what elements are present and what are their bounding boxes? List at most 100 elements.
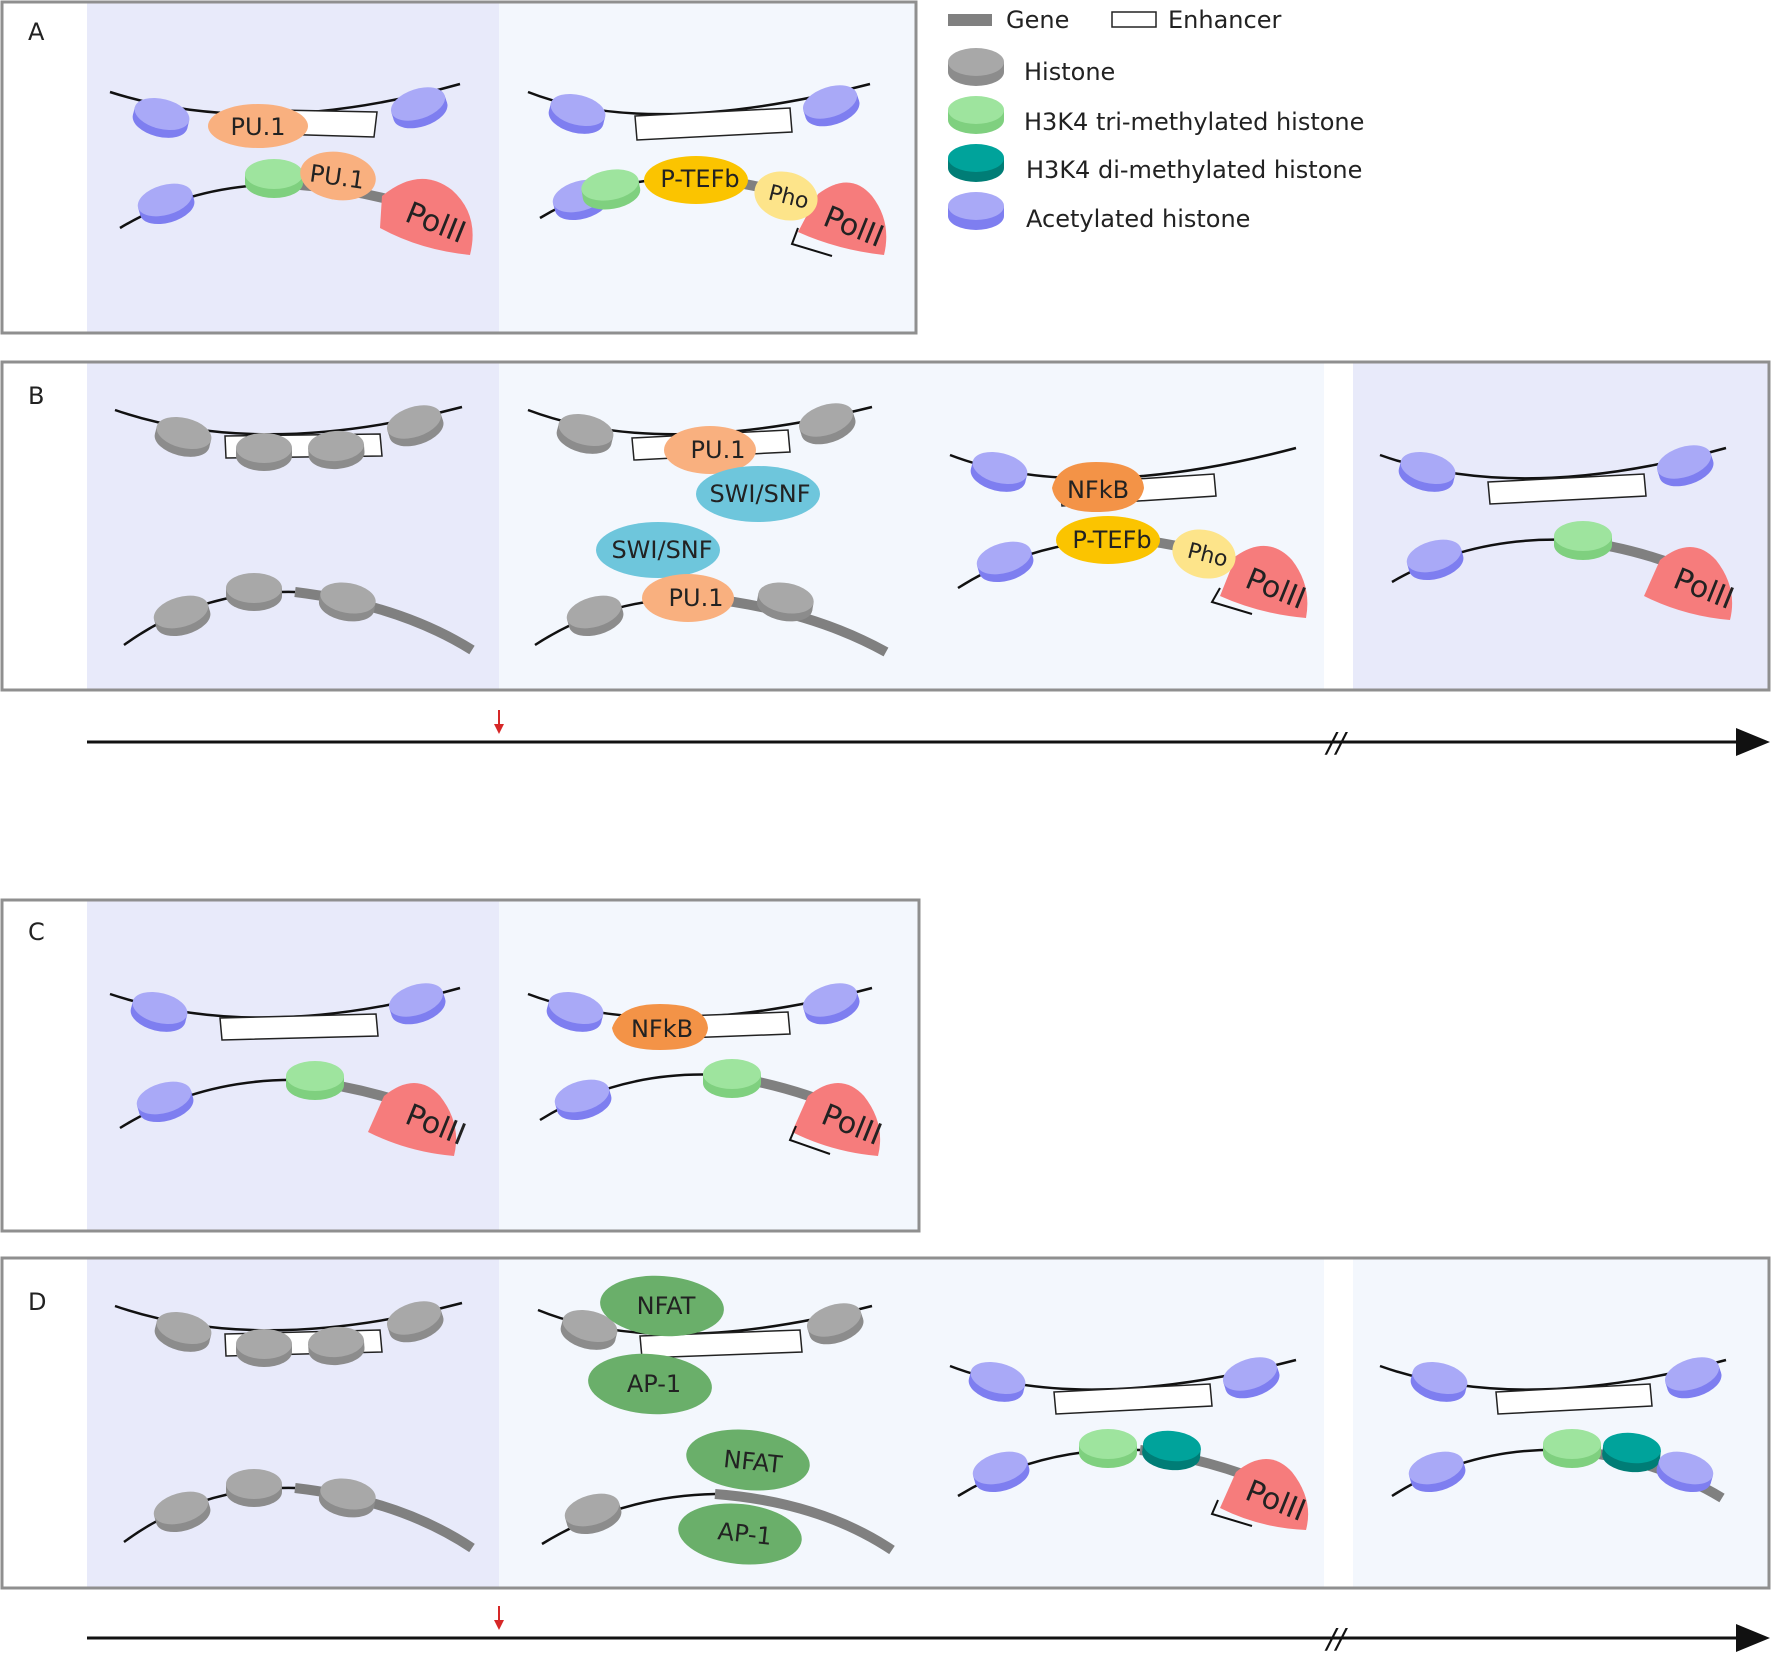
histone bbox=[153, 1491, 211, 1533]
legend-enhancer-label: Enhancer bbox=[1168, 6, 1281, 34]
acetylated-histone bbox=[972, 1451, 1030, 1493]
legend-acetylated-swatch bbox=[948, 192, 1004, 230]
histone bbox=[756, 582, 814, 622]
nfkb-label: NFkB bbox=[1067, 476, 1129, 504]
pu1-factor bbox=[300, 151, 376, 201]
histone bbox=[154, 416, 212, 457]
acetylated-histone bbox=[1664, 1357, 1722, 1399]
legend-h3k4me2-swatch bbox=[948, 144, 1004, 182]
histone bbox=[154, 1311, 212, 1352]
h3k4me3-histone bbox=[1554, 521, 1612, 560]
panel-c: C PolII NFkB bbox=[0, 898, 921, 1233]
h3k4me2-histone bbox=[1142, 1430, 1201, 1471]
panel-a: A PU.1 PU.1 PolII bbox=[0, 0, 918, 335]
acetylated-histone bbox=[548, 93, 606, 134]
histone bbox=[308, 1326, 365, 1366]
timeline-break: // bbox=[1324, 726, 1348, 759]
histone bbox=[308, 430, 365, 470]
swisnf-factor bbox=[596, 522, 720, 578]
acetylated-histone bbox=[390, 87, 448, 129]
acetylated-histone bbox=[1656, 445, 1714, 487]
h3k4me3-histone bbox=[1079, 1429, 1137, 1468]
legend: Gene Enhancer Histone H3K4 tri-methylate… bbox=[948, 6, 1364, 233]
polii-shape bbox=[1220, 1459, 1309, 1530]
legend-h3k4me3-swatch bbox=[948, 96, 1004, 134]
acetylated-histone bbox=[970, 451, 1028, 492]
histone bbox=[798, 403, 856, 445]
ptefb-label: P-TEFb bbox=[660, 165, 739, 193]
timeline-arrowhead bbox=[1736, 1624, 1770, 1652]
histone bbox=[560, 1309, 618, 1350]
h3k4me3-histone bbox=[703, 1059, 761, 1098]
histone bbox=[318, 582, 376, 622]
acetylated-histone bbox=[132, 97, 190, 138]
swisnf-label: SWI/SNF bbox=[611, 536, 712, 564]
pu1-factor bbox=[208, 104, 308, 148]
panel-b-bg-late bbox=[1353, 362, 1769, 690]
histone bbox=[236, 433, 292, 471]
legend-histone-swatch bbox=[948, 48, 1004, 86]
acetylated-histone bbox=[976, 541, 1034, 583]
acetylated-histone bbox=[546, 991, 604, 1032]
histone bbox=[556, 413, 614, 454]
acetylated-histone bbox=[1656, 1451, 1714, 1493]
histone bbox=[226, 573, 282, 611]
ap1-factor bbox=[588, 1353, 712, 1415]
swisnf-label: SWI/SNF bbox=[709, 480, 810, 508]
nfat-factor bbox=[686, 1429, 810, 1491]
h3k4me3-histone bbox=[286, 1061, 344, 1100]
ap1-factor bbox=[678, 1503, 802, 1565]
panel-b-frame bbox=[0, 360, 1771, 692]
histone bbox=[226, 1469, 282, 1507]
acetylated-histone bbox=[1222, 1357, 1280, 1399]
pho-factor bbox=[1172, 529, 1236, 579]
pu1-factor bbox=[642, 574, 734, 622]
legend-enhancer-swatch bbox=[1111, 11, 1157, 28]
acetylated-histone bbox=[802, 983, 860, 1025]
acetylated-histone bbox=[388, 983, 446, 1025]
acetylated-histone bbox=[136, 1081, 194, 1123]
nfat-label: NFAT bbox=[722, 1445, 784, 1479]
nfkb-factor bbox=[1052, 462, 1144, 512]
polii-shape bbox=[1220, 545, 1308, 618]
panel-c-frame bbox=[0, 898, 921, 1233]
polii-shape bbox=[380, 178, 473, 255]
timeline-arrowhead bbox=[1736, 728, 1770, 756]
legend-h3k4me2-label: H3K4 di-methylated histone bbox=[1026, 156, 1362, 184]
legend-gene-swatch bbox=[948, 14, 992, 26]
panel-d-bg-late bbox=[1353, 1258, 1769, 1588]
panel-b-bg-activation bbox=[499, 362, 1324, 690]
pho-factor bbox=[754, 171, 818, 221]
timeline-break: // bbox=[1324, 1622, 1348, 1655]
acetylated-histone bbox=[802, 85, 860, 127]
histone bbox=[806, 1303, 864, 1345]
acetylated-histone bbox=[1406, 539, 1464, 581]
transcription-start-arrow bbox=[788, 1125, 831, 1155]
panel-c-label: C bbox=[28, 918, 45, 946]
ptefb-label: P-TEFb bbox=[1072, 526, 1151, 554]
panel-a-label: A bbox=[28, 18, 45, 46]
transcription-start-arrow bbox=[1210, 587, 1253, 615]
nfkb-label: NFkB bbox=[631, 1015, 693, 1043]
h3k4me3-histone bbox=[245, 159, 303, 198]
acetylated-histone bbox=[137, 183, 195, 225]
pu1-label: PU.1 bbox=[691, 436, 746, 464]
polii-shape bbox=[368, 1083, 457, 1156]
panel-a-frame bbox=[0, 0, 918, 335]
acetylated-histone bbox=[1410, 1361, 1468, 1402]
h3k4me3-histone bbox=[581, 169, 641, 210]
acetylated-histone bbox=[1398, 451, 1456, 492]
histone bbox=[566, 595, 624, 637]
nfat-label: NFAT bbox=[637, 1292, 696, 1320]
ptefb-factor bbox=[1056, 516, 1160, 564]
acetylated-histone bbox=[554, 1079, 612, 1121]
pu1-label: PU.1 bbox=[231, 113, 286, 141]
panel-c-bg-before bbox=[87, 900, 499, 1230]
transcription-start-arrow bbox=[790, 227, 833, 257]
ap1-label: AP-1 bbox=[716, 1517, 773, 1551]
pu1-label: PU.1 bbox=[669, 584, 724, 612]
acetylated-histone bbox=[130, 991, 188, 1032]
histone bbox=[564, 1493, 622, 1535]
ap1-label: AP-1 bbox=[627, 1370, 681, 1398]
